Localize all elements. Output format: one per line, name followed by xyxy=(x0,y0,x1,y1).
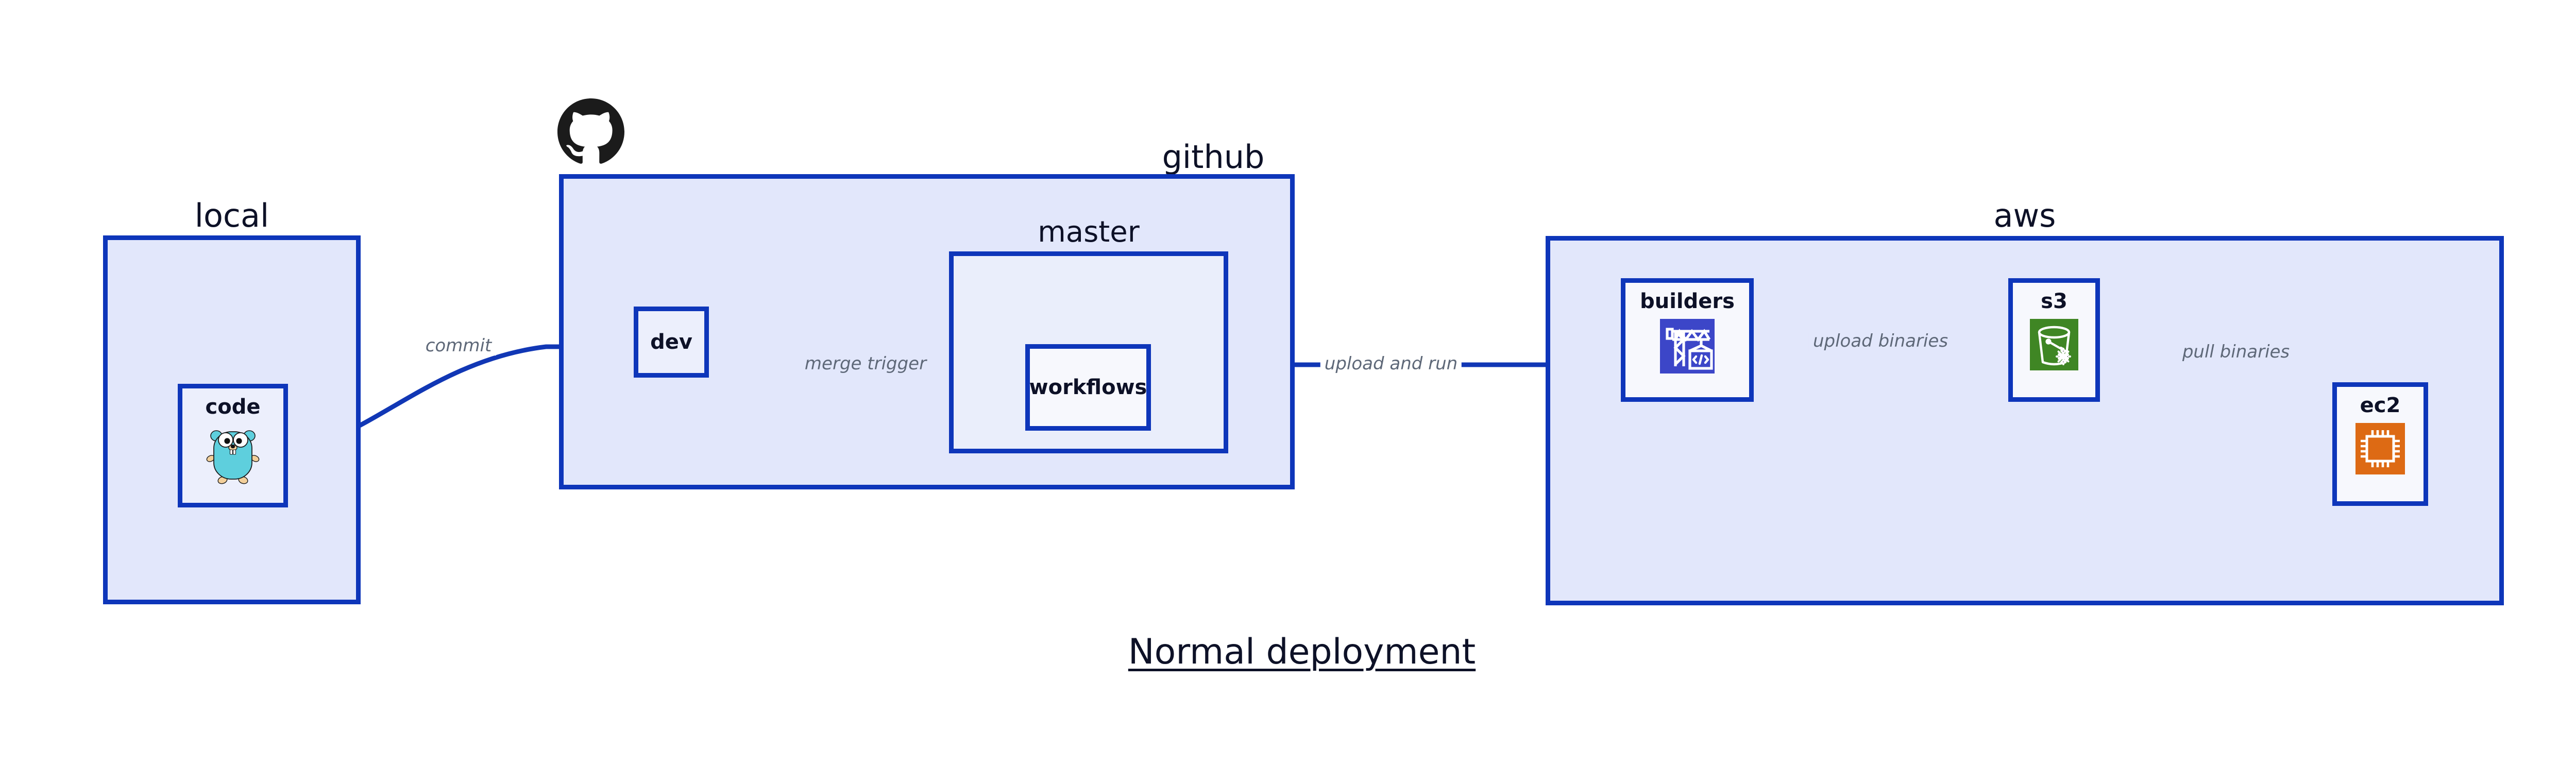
edge-label-pull-binaries: pull binaries xyxy=(2178,343,2294,362)
aws-ec2-chip-icon xyxy=(2355,423,2405,477)
node-label-s3: s3 xyxy=(2041,290,2067,313)
node-label-workflows: workflows xyxy=(1029,376,1147,399)
node-label-code: code xyxy=(205,395,261,419)
node-workflows[interactable]: workflows xyxy=(1025,344,1151,431)
edge-label-upload-and-run: upload and run xyxy=(1320,354,1462,373)
diagram-title: Normal deployment xyxy=(1128,632,1476,672)
aws-s3-bucket-icon xyxy=(2030,319,2078,372)
node-s3[interactable]: s3 xyxy=(2008,278,2100,402)
node-label-dev: dev xyxy=(650,330,692,354)
group-label-github: github xyxy=(1162,138,1265,176)
edge-label-merge-trigger: merge trigger xyxy=(800,354,931,373)
edge-label-upload-binaries: upload binaries xyxy=(1808,332,1953,351)
group-label-aws: aws xyxy=(1993,197,2056,234)
group-label-local: local xyxy=(194,197,269,234)
node-label-builders: builders xyxy=(1640,290,1735,313)
node-dev[interactable]: dev xyxy=(634,307,709,378)
node-builders[interactable]: builders xyxy=(1621,278,1754,402)
aws-codebuild-crane-icon xyxy=(1660,319,1715,376)
edge-label-commit: commit xyxy=(421,336,496,355)
github-octocat-logo xyxy=(557,98,624,166)
node-code[interactable]: code xyxy=(178,384,288,507)
go-gopher-icon xyxy=(206,425,260,486)
node-ec2[interactable]: ec2 xyxy=(2332,382,2428,506)
node-label-ec2: ec2 xyxy=(2360,394,2401,417)
group-label-master: master xyxy=(1038,215,1140,249)
